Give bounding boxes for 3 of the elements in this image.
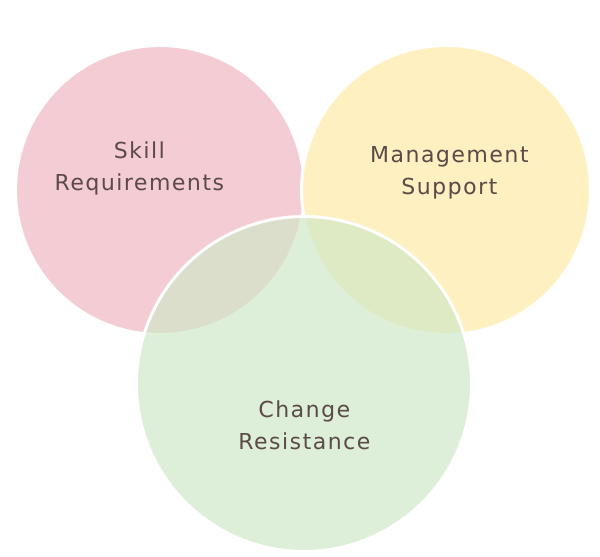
circle-label: Skill Requirements [54, 138, 226, 198]
circle-label: Management Support [369, 142, 531, 202]
circle-label: Change Resistance [237, 397, 373, 457]
